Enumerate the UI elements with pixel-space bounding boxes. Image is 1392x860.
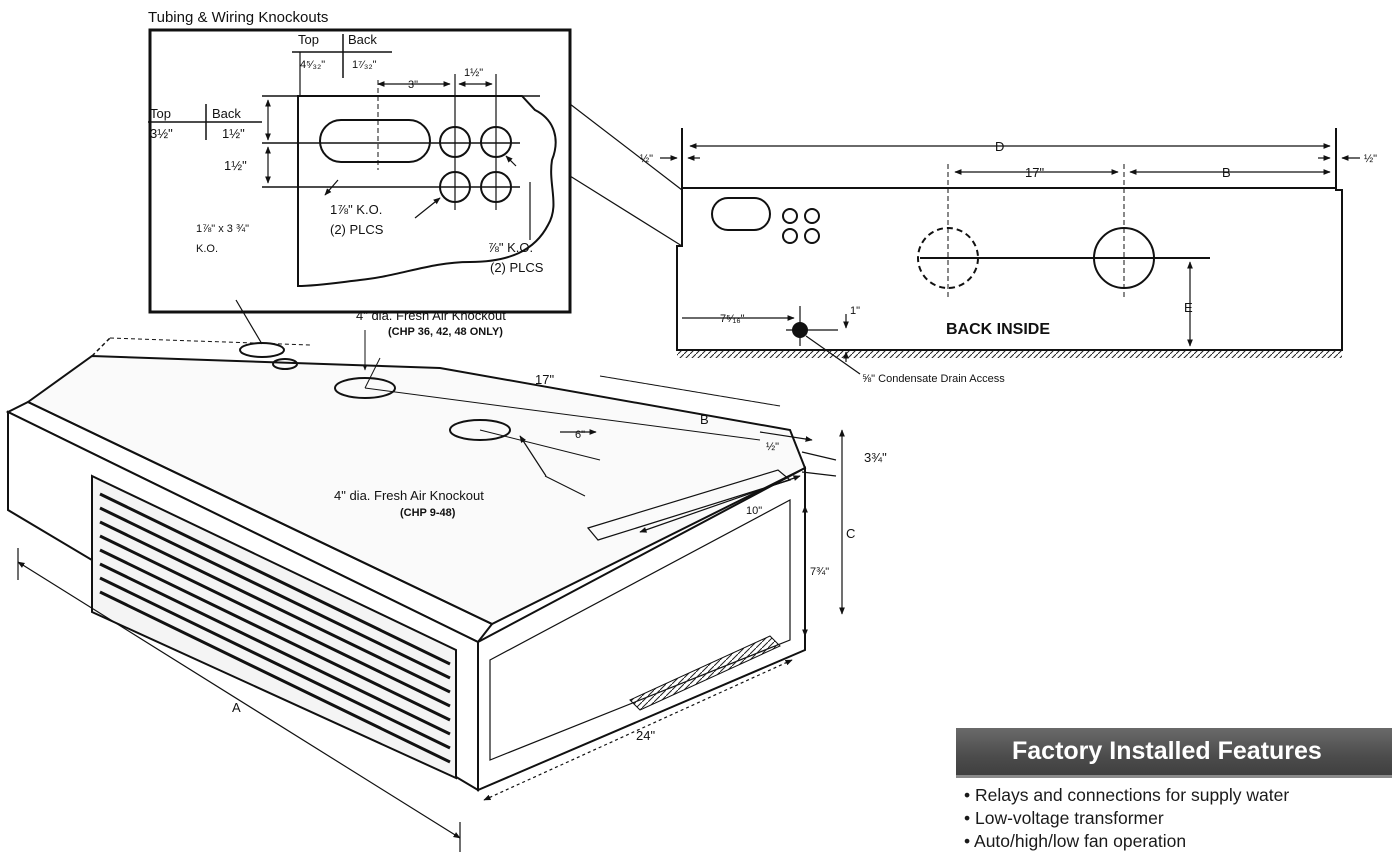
unit-dim-24: 24" [636, 728, 655, 743]
inset-ko-large-1: 1⅞" x 3 ¾" [196, 223, 249, 235]
inset-ko-small-2: (2) PLCS [490, 260, 544, 275]
back-inside-view [660, 128, 1360, 375]
inset-side-back: 1½" [222, 126, 245, 141]
knockout-inset-labels: Top Back 4⁵⁄₃₂" 1⁷⁄₃₂" 3" 1½" Top Back 3… [150, 32, 544, 275]
inset-top-h-top: 4⁵⁄₃₂" [300, 59, 325, 71]
inset-top-h-back: 1⁷⁄₃₂" [352, 59, 377, 71]
inset-title: Tubing & Wiring Knockouts [148, 9, 328, 26]
unit-dim-10: 10" [746, 505, 762, 517]
back-inside-label: BACK INSIDE [946, 321, 1050, 338]
unit-dim-b: B [700, 412, 709, 427]
unit-dim-c: C [846, 526, 855, 541]
fresh-air-low-sublabel: (CHP 9-48) [400, 507, 456, 519]
unit-dim-7-75: 7¾" [810, 566, 829, 578]
back-dim-e: E [1184, 300, 1193, 315]
drain-label: ⅝" Condensate Drain Access [862, 373, 1005, 385]
unit-dim-half: ½" [766, 441, 779, 453]
knockout-inset: Tubing & Wiring Knockouts [148, 9, 572, 314]
unit-dim-17: 17" [535, 372, 554, 387]
unit-dim-6: 6" [575, 429, 585, 441]
fresh-air-top-sublabel: (CHP 36, 42, 48 ONLY) [388, 326, 503, 338]
inset-side-1-5: 1½" [224, 158, 247, 173]
unit-dim-a: A [232, 700, 241, 715]
inset-side-top: 3½" [150, 126, 173, 141]
features-panel: Factory Installed Features Relays and co… [956, 728, 1392, 860]
unit-drawing [5, 330, 845, 852]
inset-ko-mid-2: (2) PLCS [330, 222, 384, 237]
unit-labels: 4" dia. Fresh Air Knockout (CHP 36, 42, … [232, 308, 887, 743]
inset-col-top: Top [298, 32, 319, 47]
inset-row-back: Back [212, 106, 241, 121]
back-dim-right-half: ½" [1364, 153, 1377, 165]
inset-dim-1-5-top: 1½" [464, 67, 483, 79]
feature-item: Relays and connections for supply water [964, 784, 1392, 807]
fresh-air-low-label: 4" dia. Fresh Air Knockout [334, 488, 484, 503]
inset-dim-3: 3" [408, 79, 418, 91]
inset-ko-mid-1: 1⅞" K.O. [330, 202, 382, 217]
inset-ko-large-2: K.O. [196, 243, 218, 255]
features-title: Factory Installed Features [956, 728, 1392, 775]
back-dim-1: 1" [850, 305, 860, 317]
feature-item: Low-voltage transformer [964, 807, 1392, 830]
feature-item: Auto/high/low fan operation [964, 830, 1392, 853]
features-list: Relays and connections for supply water … [956, 775, 1392, 853]
unit-dim-3-75: 3¾" [864, 450, 887, 465]
inset-ko-small-1: ⅞" K.O. [488, 240, 533, 255]
back-dim-7: 7⁵⁄₁₆" [720, 313, 745, 325]
inset-col-back: Back [348, 32, 377, 47]
back-inside-labels: D 17" B ½" ½" E 7⁵⁄₁₆" 1" BACK INSIDE ⅝"… [640, 139, 1377, 385]
back-dim-left-half: ½" [640, 153, 653, 165]
back-dim-d: D [995, 139, 1004, 154]
inset-callout-lines [235, 103, 683, 345]
back-dim-b: B [1222, 165, 1231, 180]
back-dim-17: 17" [1025, 165, 1044, 180]
inset-row-top: Top [150, 106, 171, 121]
fresh-air-top-label: 4" dia. Fresh Air Knockout [356, 308, 506, 323]
